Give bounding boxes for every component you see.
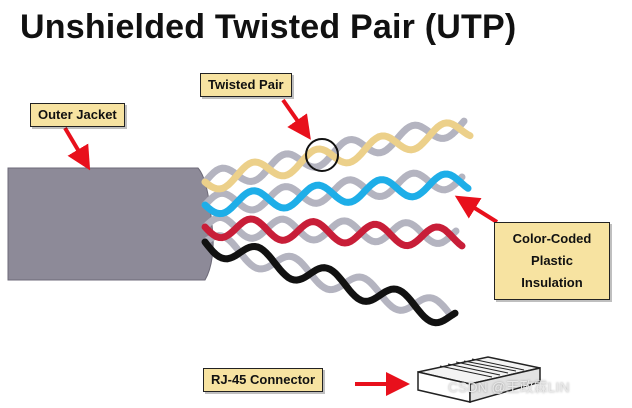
wire-blue (201, 170, 472, 218)
arrow-icon (454, 195, 499, 224)
color-coded-line-2: Plastic (531, 253, 573, 268)
arrow-icon (63, 126, 91, 171)
color-coded-line-1: Color-Coded (512, 231, 592, 246)
connector-icon (417, 356, 541, 403)
wire-gray-black (201, 232, 453, 317)
color-coded-insulation-label: Color-Coded Plastic Insulation (494, 222, 610, 300)
wire-gray-yellow (201, 117, 468, 186)
wire-red (201, 215, 466, 250)
wire-black (201, 238, 459, 327)
outer-jacket-cable (7, 167, 214, 281)
arrow-icon (281, 98, 311, 140)
watermark: CSDN @王政霖LIN (448, 379, 570, 395)
circle-marker-icon (305, 138, 339, 172)
twisted-pair-label: Twisted Pair (200, 73, 292, 98)
color-coded-line-3: Insulation (521, 275, 583, 290)
rj45-connector-label: RJ-45 Connector (203, 368, 324, 393)
page-title: Unshielded Twisted Pair (UTP) (20, 8, 517, 46)
outer-jacket-label: Outer Jacket (30, 103, 125, 128)
